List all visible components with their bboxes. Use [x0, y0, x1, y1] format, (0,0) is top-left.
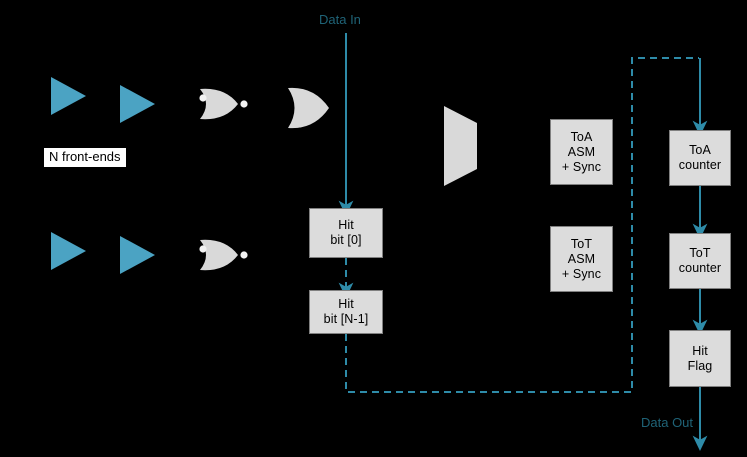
block-hit-bit-0[interactable]: Hit bit [0] — [309, 208, 383, 258]
nor-gate-top-input-bubble — [199, 94, 207, 102]
amplifier-triangle-bottom-1 — [51, 232, 86, 270]
amplifier-triangle-top-2 — [120, 85, 155, 123]
nor-gate-bottom-input-bubble — [199, 245, 207, 253]
block-hit-bit-n-1[interactable]: Hit bit [N-1] — [309, 290, 383, 334]
block-tot-asm-sync[interactable]: ToT ASM + Sync — [550, 226, 613, 292]
block-toa-asm-sync[interactable]: ToA ASM + Sync — [550, 119, 613, 185]
multiplexer-trapezoid — [444, 106, 477, 186]
or-gate-top-large — [288, 87, 329, 129]
block-toa-counter[interactable]: ToA counter — [669, 130, 731, 186]
n-front-ends-label: N front-ends — [44, 148, 126, 167]
amplifier-triangle-bottom-2 — [120, 236, 155, 274]
nor-gate-bottom-output-bubble — [240, 251, 248, 259]
nor-gate-bottom — [200, 239, 238, 271]
data-out-label: Data Out — [641, 415, 694, 430]
amplifier-triangle-top-1 — [51, 77, 86, 115]
block-tot-counter[interactable]: ToT counter — [669, 233, 731, 289]
data-in-label: Data In — [319, 12, 361, 27]
nor-gate-top — [200, 88, 238, 120]
hit-bus-dashed-path — [345, 57, 699, 393]
block-hit-flag[interactable]: Hit Flag — [669, 330, 731, 387]
nor-gate-top-output-bubble — [240, 100, 248, 108]
